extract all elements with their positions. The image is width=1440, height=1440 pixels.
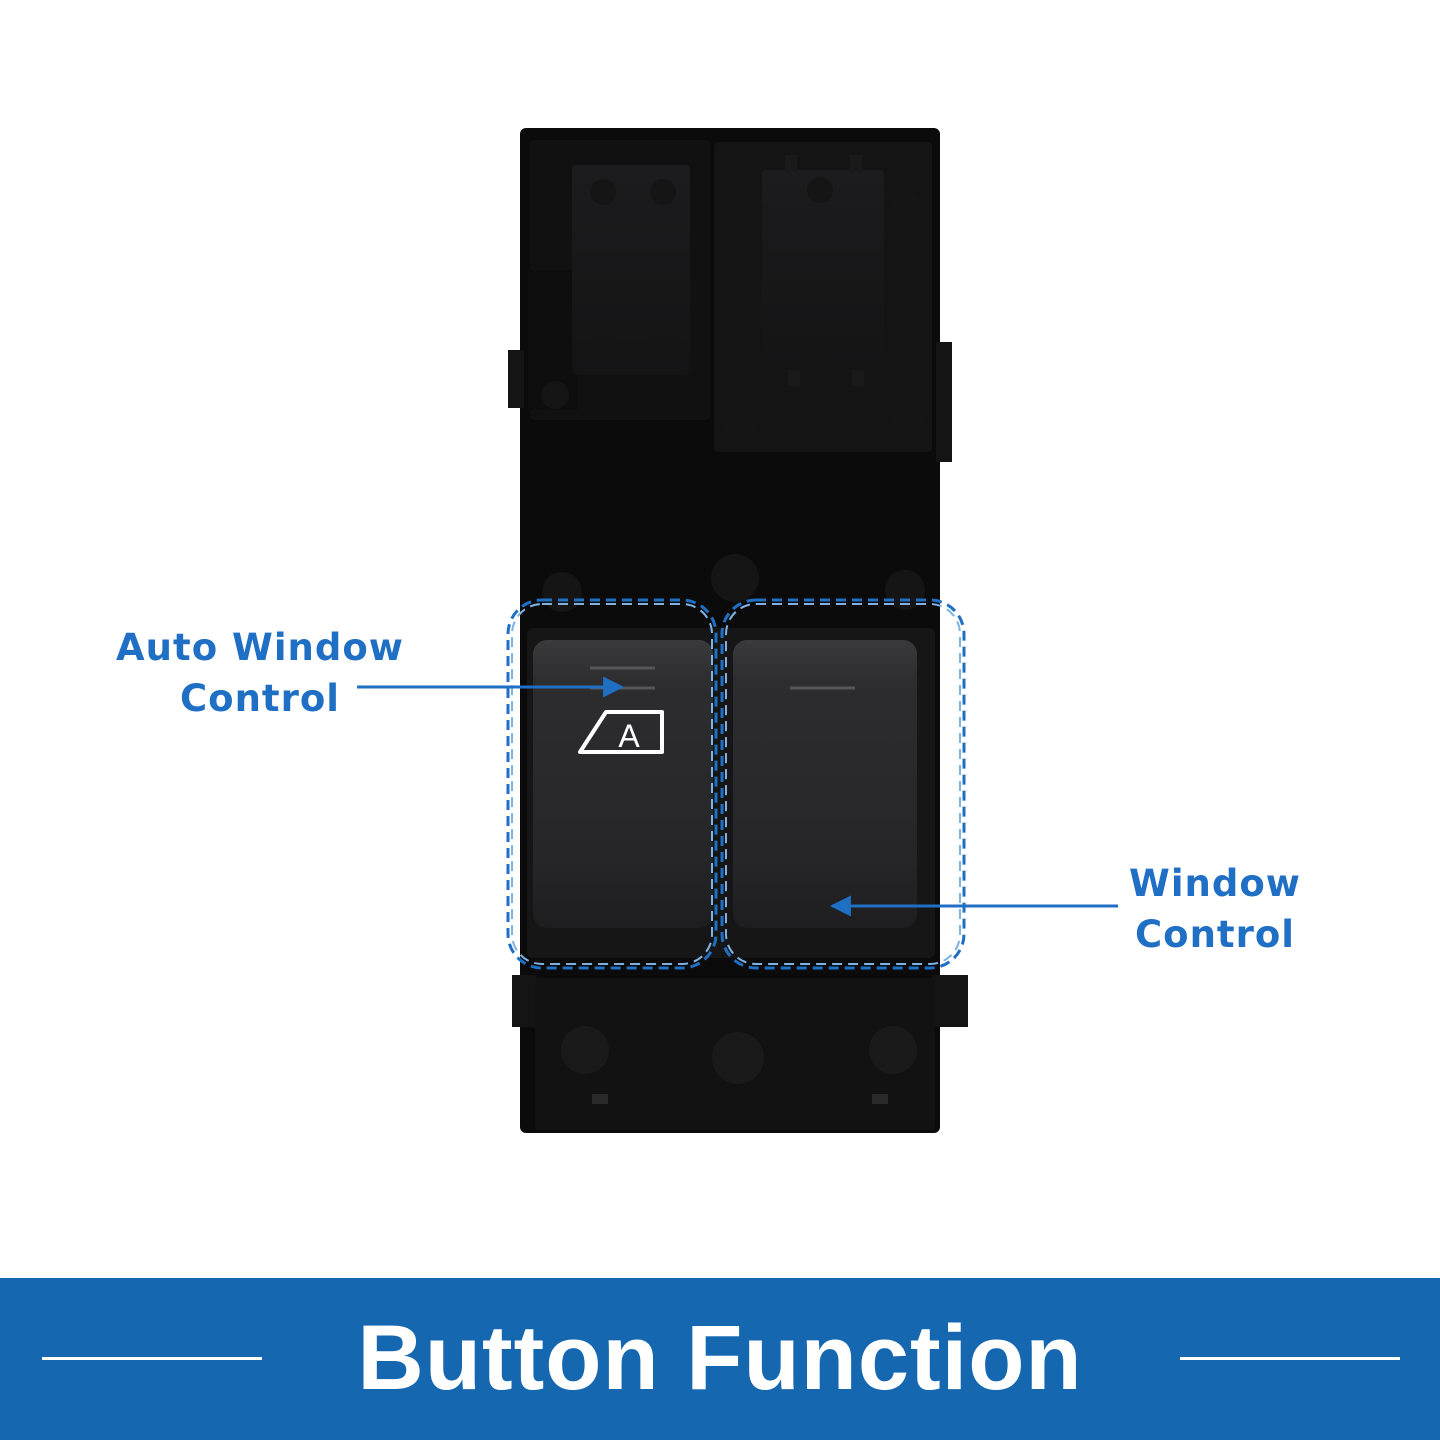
highlight-outlines xyxy=(506,598,966,970)
window-callout-line2: Control xyxy=(1135,913,1295,956)
auto-window-symbol-icon: A xyxy=(578,710,664,754)
window-callout-line1: Window xyxy=(1129,862,1301,905)
switch-housing xyxy=(508,128,968,1133)
auto-window-callout: Auto Window Control xyxy=(110,622,410,724)
auto-symbol-letter: A xyxy=(618,718,640,754)
banner-divider-right xyxy=(1180,1357,1400,1360)
auto-window-callout-line1: Auto Window xyxy=(116,626,404,669)
window-button[interactable] xyxy=(733,640,917,928)
banner-divider-left xyxy=(42,1357,262,1360)
upper-right-pad xyxy=(762,170,884,370)
banner-title: Button Function xyxy=(357,1307,1083,1409)
auto-window-button[interactable]: A xyxy=(533,640,713,928)
window-callout: Window Control xyxy=(1105,858,1325,960)
auto-window-callout-line2: Control xyxy=(180,677,340,720)
upper-left-pad xyxy=(572,165,690,375)
